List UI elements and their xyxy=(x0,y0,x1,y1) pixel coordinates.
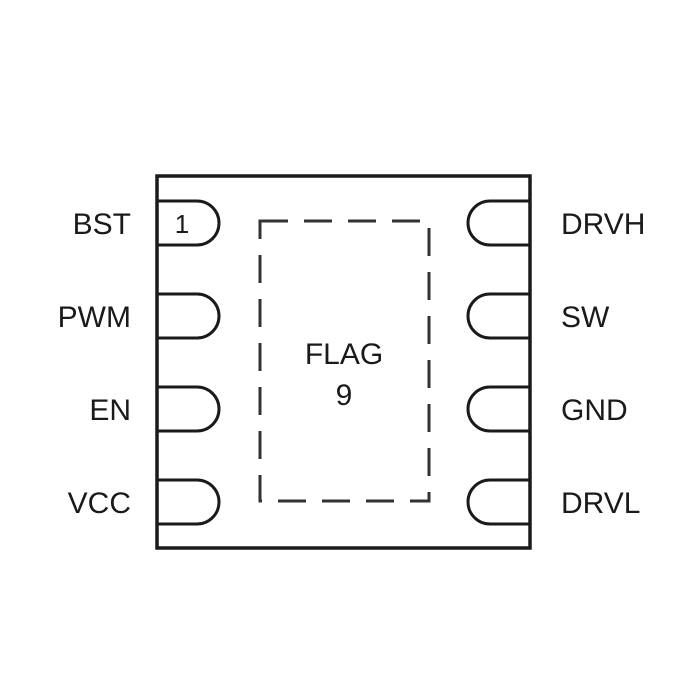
pin-label-drvl: DRVL xyxy=(561,487,640,520)
flag-label: FLAG xyxy=(305,338,383,371)
pin-label-sw: SW xyxy=(561,301,610,334)
pin-label-drvh: DRVH xyxy=(561,208,645,241)
left-pin-4 xyxy=(157,478,221,526)
pin-label-vcc: VCC xyxy=(68,487,131,520)
right-pin-6 xyxy=(466,385,530,433)
right-pin-5 xyxy=(466,478,530,526)
package-body xyxy=(155,174,532,550)
left-pin-3 xyxy=(157,385,221,433)
left-pin-2 xyxy=(157,292,221,340)
pin-label-pwm: PWM xyxy=(58,301,131,334)
pin-1-marker: 1 xyxy=(175,209,189,239)
pin-label-en: EN xyxy=(89,394,131,427)
right-pin-7 xyxy=(466,292,530,340)
pin-label-bst: BST xyxy=(73,208,131,241)
flag-number: 9 xyxy=(336,379,353,412)
right-pin-8 xyxy=(466,199,530,247)
flag-pad-outline xyxy=(258,219,431,503)
left-pin-1: 1 xyxy=(157,199,221,247)
pin-label-gnd: GND xyxy=(561,394,628,427)
